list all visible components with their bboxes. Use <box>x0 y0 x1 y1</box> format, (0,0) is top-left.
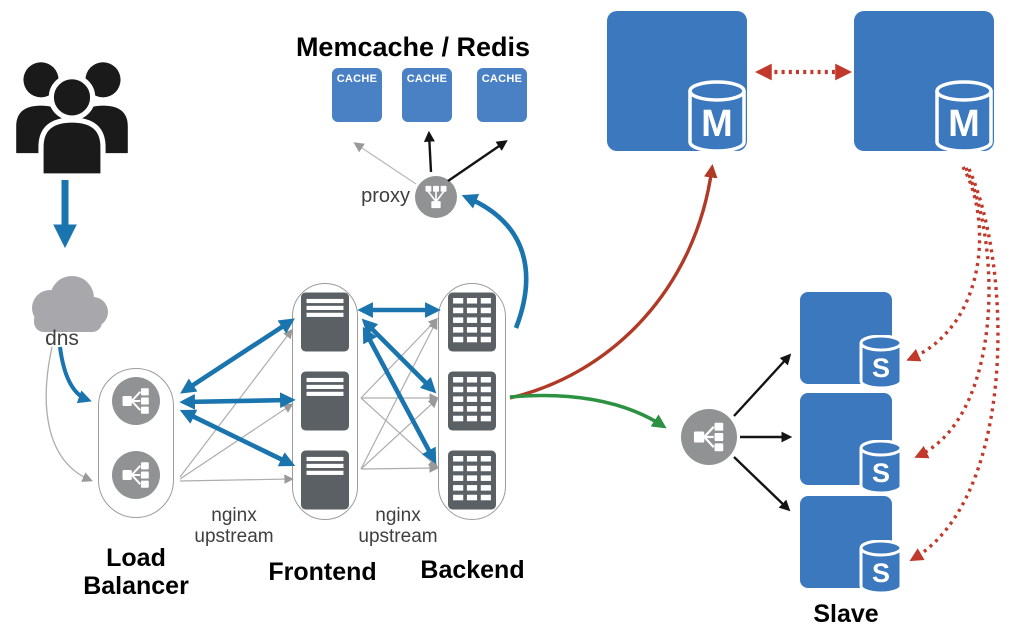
arrow-master-to-slave2 <box>914 167 991 459</box>
arrow-backend-to-master <box>509 163 718 400</box>
frontend-server-icon <box>301 450 349 510</box>
frontend-label: Frontend <box>268 558 377 586</box>
cache-proxy-node <box>415 176 457 218</box>
arrow-frontend-backend-mesh <box>360 397 439 468</box>
load-balancer-node-1 <box>112 377 160 425</box>
arrow-frontend-backend-mesh <box>360 317 438 399</box>
arrow-frontend-backend-2 <box>361 318 437 394</box>
slave-database-cylinder-icon: S <box>859 440 903 495</box>
arrow-lb2-to-frontend <box>179 474 294 484</box>
load-balancer-node-2 <box>112 451 160 499</box>
arrow-master-to-slave1 <box>906 166 982 362</box>
master-database-cylinder-icon: M <box>688 80 746 153</box>
backend-server-icon <box>448 450 496 510</box>
arrow-lb1-frontend-1 <box>180 318 295 394</box>
slave-database-cylinder-icon: S <box>859 335 903 390</box>
frontend-server-icon <box>301 292 349 352</box>
dns-cloud-icon <box>32 276 108 332</box>
slave-db-letter: S <box>872 458 890 488</box>
fan-out-icon <box>693 422 724 452</box>
fan-out-icon <box>122 462 149 488</box>
arrow-lb1-frontend-3 <box>179 409 296 467</box>
arrow-backend-to-slave-distributor <box>509 393 667 429</box>
arrow-master-to-slave3 <box>909 168 1000 562</box>
dns-label: dns <box>45 327 79 350</box>
arrow-distributor-to-slave3 <box>733 456 791 512</box>
arrow-proxy-to-cache3 <box>447 140 508 182</box>
arrow-dns-to-lb2 <box>45 346 93 482</box>
master-db-letter: M <box>948 103 980 145</box>
slave-db-letter: S <box>872 558 890 588</box>
slave-database-cylinder-icon: S <box>859 540 903 595</box>
cache-node: CACHE <box>477 68 527 122</box>
backend-server-icon <box>448 371 496 431</box>
fan-in-icon <box>425 185 447 209</box>
arrow-dns-to-lb1 <box>58 346 92 404</box>
fan-out-icon <box>122 388 149 414</box>
arrow-frontend-backend-mesh <box>360 463 439 473</box>
arrow-frontend-backend-3 <box>362 326 437 465</box>
arrow-distributor-to-slave1 <box>733 353 792 417</box>
load-balancer-label: Load Balancer <box>83 544 189 600</box>
slave-distributor-node <box>681 409 737 465</box>
memcache-redis-title: Memcache / Redis <box>295 32 531 62</box>
arrow-frontend-backend-mesh <box>360 398 439 470</box>
cache-node: CACHE <box>332 68 382 122</box>
nginx-upstream-label-right: nginx upstream <box>358 505 438 547</box>
master-db-letter: M <box>701 103 733 145</box>
proxy-label: proxy <box>361 185 410 207</box>
slave-label: Slave <box>813 600 879 628</box>
cache-node-label: CACHE <box>481 73 523 85</box>
arrow-lb2-to-frontend <box>179 403 294 480</box>
arrow-lb1-frontend-2 <box>179 392 296 410</box>
arrow-proxy-to-cache2 <box>423 130 435 173</box>
nginx-upstream-label-left: nginx upstream <box>194 505 274 547</box>
backend-label: Backend <box>420 556 525 584</box>
arrow-proxy-to-cache1 <box>353 142 417 185</box>
users-icon <box>16 62 128 178</box>
arrow-lb2-to-frontend <box>179 328 293 478</box>
backend-server-icon <box>448 292 496 352</box>
arrow-frontend-backend-mesh <box>360 319 438 470</box>
cache-node: CACHE <box>402 68 452 122</box>
cache-node-label: CACHE <box>406 73 448 85</box>
slave-db-letter: S <box>872 353 890 383</box>
cache-node-label: CACHE <box>336 73 378 85</box>
master-database-cylinder-icon: M <box>935 80 993 153</box>
frontend-server-icon <box>301 371 349 431</box>
